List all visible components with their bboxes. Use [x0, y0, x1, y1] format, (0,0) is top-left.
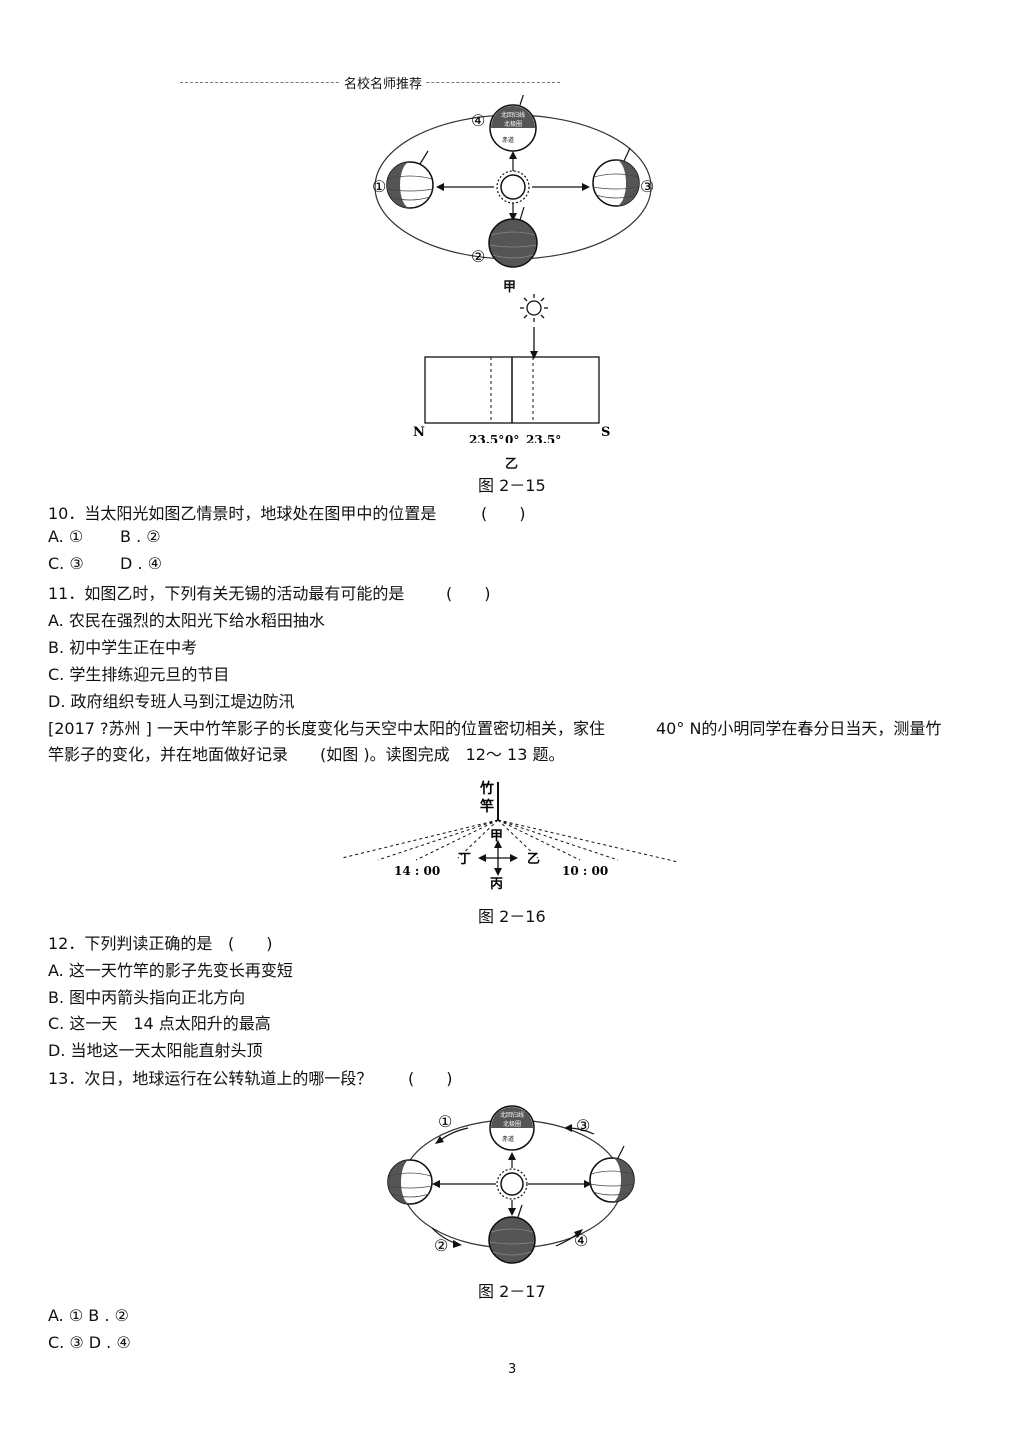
sun-icon: [496, 170, 530, 204]
intro-line-1a: [2017 ?苏州 ] 一天中竹竿影子的长度变化与天空中太阳的位置密切相关，家住: [48, 719, 605, 738]
figure-15-orbit-diagram: 北回归线 北极圈 赤道 ① ② ③ ④: [372, 95, 654, 268]
q13-paren: ( ): [408, 1069, 453, 1088]
globe-left-icon: [386, 150, 434, 209]
q12-opt-a: A. 这一天竹竿的影子先变长再变短: [48, 961, 293, 980]
globe-top-icon: 北回归线 北极圈 赤道: [489, 1105, 535, 1151]
top-globe-text-2: 北极圈: [504, 120, 522, 128]
globe-top-icon: 北回归线 北极圈 赤道: [489, 95, 537, 152]
intro-line-2: 竿影子的变化，并在地面做好记录 (如图 )。读图完成 12～ 13 题。: [48, 745, 565, 764]
globe-right-icon: [589, 1145, 635, 1203]
page-number: 3: [508, 1362, 517, 1377]
figure-15-yi-label: 乙: [505, 457, 519, 472]
label-lat-left: 23.5°: [469, 433, 504, 443]
top-globe-text-1: 北回归线: [500, 1111, 524, 1119]
q12-stem: 12．下列判读正确的是: [48, 934, 213, 953]
orbit-label-4: ④: [471, 111, 485, 130]
label-s: S: [601, 425, 610, 440]
figure-17-orbit-diagram: 北回归线 北极圈 赤道 ① ② ③ ④: [387, 1105, 635, 1264]
top-globe-text-1: 北回归线: [501, 111, 525, 119]
globe-bottom-icon: [488, 206, 538, 268]
q11-stem: 11．如图乙时，下列有关无锡的活动最有可能的是: [48, 584, 405, 603]
intro-line-1b: 40° N的小明同学在春分日当天，测量竹: [656, 719, 942, 738]
label-n: N: [413, 425, 425, 440]
header-text: 名校名师推荐: [340, 73, 427, 92]
q12-opt-b: B. 图中丙箭头指向正北方向: [48, 988, 246, 1007]
sun-small-icon: [520, 294, 548, 322]
orbit-label-3: ③: [640, 177, 654, 196]
pole-label-1: 竹: [479, 780, 494, 797]
segment-label-2: ②: [434, 1236, 448, 1255]
sun-icon: [496, 1168, 528, 1200]
globe-left-icon: [387, 1159, 433, 1205]
segment-label-1: ①: [438, 1112, 452, 1131]
globe-bottom-icon: [488, 1204, 536, 1264]
label-lat-center: 0°: [505, 433, 519, 443]
q10-stem: 10．当太阳光如图乙情景时，地球处在图甲中的位置是: [48, 504, 437, 523]
top-globe-text-3: 赤道: [502, 1135, 514, 1143]
figure-15-caption: 图 2－15: [478, 476, 546, 495]
q11-opt-b: B. 初中学生正在中考: [48, 638, 198, 657]
q10-opt-d: D . ④: [120, 554, 162, 573]
q12-opt-c: C. 这一天 14 点太阳升的最高: [48, 1014, 271, 1033]
q12-paren: ( ): [228, 934, 273, 953]
q11-paren: ( ): [446, 584, 491, 603]
segment-label-3: ③: [576, 1116, 590, 1135]
q12-opt-d: D. 当地这一天太阳能直射头顶: [48, 1041, 263, 1060]
time-label-right: 10 : 00: [562, 864, 608, 878]
q13-opt-cd: C. ③ D . ④: [48, 1333, 131, 1352]
figure-16-shadow-diagram: 竹 竿 甲 丁 乙 丙 14 : 00 10 : 00: [341, 780, 679, 892]
shadow-label-jia: 甲: [490, 829, 503, 844]
q11-opt-a: A. 农民在强烈的太阳光下给水稻田抽水: [48, 611, 325, 630]
q11-opt-d: D. 政府组织专班人马到江堤边防汛: [48, 692, 295, 711]
q11-opt-c: C. 学生排练迎元旦的节目: [48, 665, 230, 684]
figure-15-jia-label: 甲: [503, 280, 517, 295]
q10-paren: ( ): [481, 504, 526, 523]
label-lat-right: 23.5°: [526, 433, 561, 443]
figure-17-caption: 图 2－17: [478, 1282, 546, 1301]
orbit-label-2: ②: [471, 247, 485, 266]
q10-opt-b: B . ②: [120, 527, 161, 546]
segment-label-4: ④: [574, 1231, 588, 1250]
figure-15-sunlight-diagram: N S 23.5° 0° 23.5°: [413, 294, 610, 443]
top-globe-text-3: 赤道: [502, 136, 514, 144]
figure-16-caption: 图 2－16: [478, 907, 546, 926]
q13-opt-ab: A. ① B . ②: [48, 1306, 129, 1325]
q13-stem: 13．次日，地球运行在公转轨道上的哪一段？: [48, 1069, 373, 1088]
pole-label-2: 竿: [479, 798, 494, 815]
shadow-label-yi: 乙: [527, 852, 540, 867]
q10-opt-a: A. ①: [48, 527, 84, 546]
orbit-label-1: ①: [372, 177, 386, 196]
q10-opt-c: C. ③: [48, 554, 84, 573]
time-label-left: 14 : 00: [394, 864, 440, 878]
shadow-label-bing: 丙: [490, 877, 503, 892]
shadow-label-ding: 丁: [458, 852, 471, 867]
top-globe-text-2: 北极圈: [503, 1120, 521, 1128]
globe-right-icon: [592, 147, 640, 207]
